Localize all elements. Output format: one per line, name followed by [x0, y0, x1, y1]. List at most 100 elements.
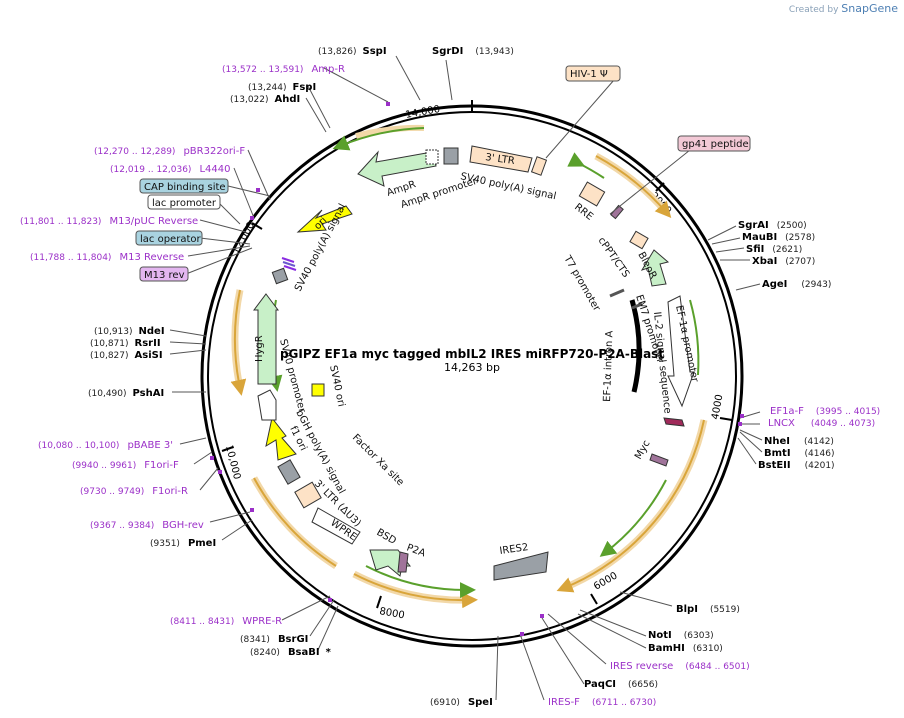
site-fspi[interactable]: (13,244)FspI — [248, 82, 316, 93]
sv40-promoter-feature[interactable] — [257, 389, 277, 421]
orf-arcs — [230, 124, 708, 609]
hygr-label: HygR — [254, 335, 265, 362]
cppt-label: cPPT/CTS — [596, 235, 632, 279]
site-xbai[interactable]: XbaI(2707) — [752, 256, 815, 267]
t7-label: T7 promoter — [561, 253, 602, 314]
primer-l4440[interactable]: (12,019 .. 12,036)L4440 — [110, 164, 230, 175]
site-noti[interactable]: NotI(6303) — [648, 630, 714, 641]
hygr-feature[interactable] — [253, 293, 279, 385]
m13rev-box-label[interactable]: M13 rev — [144, 270, 185, 281]
primer-pbr322[interactable]: (12,270 .. 12,289)pBR322ori-F — [94, 146, 245, 157]
ltr3-small-feature[interactable] — [530, 156, 548, 176]
feature-boxes: HIV-1 Ψ gp41 peptide CAP binding site la… — [135, 65, 751, 282]
f1-ori-feature[interactable] — [265, 416, 297, 461]
restriction-sites: (13,826)SspI SgrDI(13,943) (13,244)FspI … — [88, 46, 835, 708]
myc-label: Myc — [633, 439, 653, 462]
site-ahdi[interactable]: (13,022)AhdI — [230, 94, 300, 105]
gp41-box-label[interactable]: gp41 peptide — [682, 139, 749, 150]
hiv1-box-label[interactable]: HIV-1 Ψ — [570, 69, 608, 80]
ori-feature[interactable] — [296, 205, 353, 233]
primer-ampr[interactable]: (13,572 .. 13,591)Amp-R — [222, 64, 345, 75]
sv40-pa-feature[interactable] — [443, 147, 459, 165]
primer-pbabe[interactable]: (10,080 .. 10,100)pBABE 3' — [38, 440, 173, 451]
primer-wprer[interactable]: (8411 .. 8431)WPRE-R — [170, 616, 282, 627]
primer-iresf[interactable]: IRES-F(6711 .. 6730) — [548, 697, 656, 708]
il2-feature[interactable] — [663, 417, 685, 427]
ires2-label: IRES2 — [499, 542, 529, 557]
tick-label-14000: 14,000 — [405, 104, 441, 121]
bsd-label: BSD — [375, 527, 399, 547]
cppt-feature[interactable] — [629, 230, 649, 250]
primer-m13puc[interactable]: (11,801 .. 11,823)M13/pUC Reverse — [20, 216, 198, 227]
ampr-feature[interactable] — [357, 150, 437, 187]
site-pmei[interactable]: (9351)PmeI — [150, 538, 216, 549]
site-bamhi[interactable]: BamHI(6310) — [648, 643, 723, 654]
laco-box-label[interactable]: lac operator — [140, 234, 201, 245]
primer-iresrev[interactable]: IRES reverse(6484 .. 6501) — [610, 661, 750, 672]
site-sfii[interactable]: SfiI(2621) — [746, 244, 802, 255]
tick-label-8000: 8000 — [378, 606, 405, 621]
credit-prefix: Created by — [788, 5, 839, 15]
ltr3-label: 3' LTR — [485, 152, 516, 167]
site-bsabi[interactable]: (8240)BsaBI* — [250, 647, 332, 658]
rre-feature[interactable] — [578, 181, 606, 207]
primer-m13rev[interactable]: (11,788 .. 11,804)M13 Reverse — [30, 252, 184, 263]
primer-f1orir[interactable]: (9730 .. 9749)F1ori-R — [80, 486, 188, 497]
site-sgrdi[interactable]: SgrDI(13,943) — [432, 46, 514, 57]
bleor-feature[interactable] — [640, 249, 670, 287]
site-agei[interactable]: AgeI(2943) — [762, 279, 831, 290]
site-bmti[interactable]: BmtI(4146) — [764, 448, 834, 459]
site-paqci[interactable]: PaqCI(6656) — [584, 679, 658, 690]
site-sspi[interactable]: (13,826)SspI — [318, 46, 387, 57]
em7-feature[interactable] — [631, 302, 643, 310]
ampr-promoter-feature[interactable] — [425, 149, 439, 165]
ef1a-intron-label: EF-1α intron A — [602, 330, 615, 402]
tick-label-10000: 10,000 — [223, 444, 242, 481]
lacp-box-label[interactable]: lac promoter — [152, 198, 217, 209]
rre-label: RRE — [572, 202, 595, 223]
snapgene-credit: Created by SnapGene — [789, 2, 898, 15]
myc-feature[interactable] — [649, 453, 669, 467]
site-rsrii[interactable]: (10,871)RsrII — [90, 338, 161, 349]
site-bsrgi[interactable]: (8341)BsrGI — [240, 634, 308, 645]
sv40-ori-label: SV40 ori — [327, 364, 347, 407]
site-bsteii[interactable]: BstEII(4201) — [758, 460, 835, 471]
lac-stripes — [281, 257, 297, 271]
plasmid-size: 14,263 bp — [444, 361, 500, 374]
p2a-label: P2A — [405, 542, 427, 559]
site-spei[interactable]: (6910)SpeI — [430, 697, 493, 708]
primer-f1orif[interactable]: (9940 .. 9961)F1ori-F — [72, 460, 179, 471]
primer-markers — [210, 102, 744, 636]
site-asisi[interactable]: (10,827)AsiSI — [90, 350, 163, 361]
ef1a-intron-feature[interactable] — [629, 299, 642, 393]
ef1a-promoter-feature[interactable] — [667, 295, 695, 408]
site-nhei[interactable]: NheI(4142) — [764, 436, 834, 447]
gray-small-feature[interactable] — [271, 267, 289, 285]
tick-marks — [221, 100, 733, 609]
il2-label: IL-2 signal sequence — [651, 311, 673, 414]
site-pshai[interactable]: (10,490)PshAI — [88, 388, 164, 399]
features — [253, 145, 695, 581]
snapgene-logo: SnapGene — [841, 2, 898, 15]
factorxa-label: Factor Xa site — [350, 432, 406, 488]
ltr-du3-feature[interactable] — [294, 481, 322, 509]
sv40-ori-feature[interactable] — [311, 383, 325, 397]
primer-lncx[interactable]: LNCX(4049 .. 4073) — [768, 418, 875, 429]
primer-ef1af[interactable]: EF1a-F(3995 .. 4015) — [770, 406, 880, 417]
cap-box-label[interactable]: CAP binding site — [144, 182, 226, 193]
site-maubi[interactable]: MauBI(2578) — [742, 232, 815, 243]
site-blpi[interactable]: BlpI(5519) — [676, 604, 740, 615]
p2a-feature[interactable] — [397, 551, 409, 573]
primers: (13,572 .. 13,591)Amp-R (12,270 .. 12,28… — [20, 64, 880, 708]
ltr3-feature[interactable] — [469, 145, 533, 173]
plasmid-title: pGIPZ EF1a myc tagged mbIL2 IRES miRFP72… — [280, 347, 664, 361]
bgh-feature[interactable] — [277, 459, 301, 485]
tick-label-4000: 4000 — [710, 394, 725, 421]
site-ndei[interactable]: (10,913)NdeI — [94, 326, 165, 337]
wpre-feature[interactable] — [311, 507, 361, 545]
leader-lines — [169, 55, 763, 701]
primer-bghrev[interactable]: (9367 .. 9384)BGH-rev — [90, 520, 204, 531]
site-sgrai[interactable]: SgrAI(2500) — [738, 220, 807, 231]
t7-feature[interactable] — [609, 288, 625, 298]
